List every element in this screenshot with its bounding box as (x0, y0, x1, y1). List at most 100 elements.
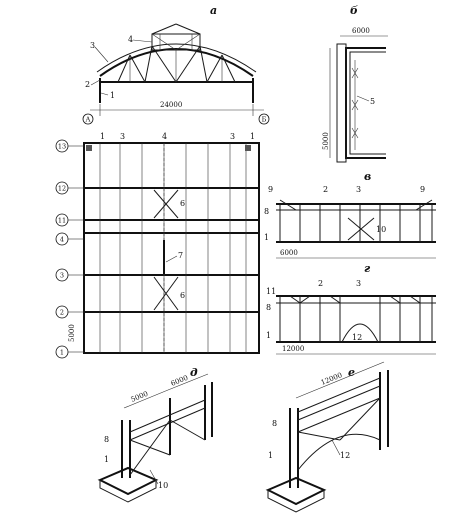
truss-end (415, 199, 433, 211)
lantern-roof-left (151, 23, 177, 35)
bracing (297, 431, 341, 441)
top-chord (99, 48, 254, 77)
plan-outline (83, 142, 260, 354)
truss-web (206, 54, 223, 83)
plan-label-1-left: 1 (100, 132, 105, 141)
axis-label-1: 1 (60, 349, 64, 357)
corner-block (86, 145, 92, 151)
truss-web (117, 54, 131, 83)
bracing (169, 419, 206, 441)
leader (100, 92, 109, 96)
label-5: 5 (370, 97, 375, 106)
dimension-6000-top: 6000 (352, 27, 370, 35)
v-label-8: 8 (264, 207, 269, 216)
v-label-3: 3 (356, 185, 361, 194)
leader (94, 46, 109, 63)
panel-a-truss-section: а 3 4 2 1 (82, 4, 270, 125)
leader (90, 79, 101, 86)
panel-v-elevation: в 9 9 2 3 8 1 10 6000 (264, 170, 436, 259)
foundation-side (267, 490, 325, 513)
dimension-5000-side: 5000 (322, 132, 330, 150)
arch-brace (297, 433, 381, 471)
truss-web (299, 295, 311, 304)
v-dimension-6000: 6000 (280, 249, 298, 257)
bracing-x-upper (153, 189, 179, 219)
plan-label-4: 4 (162, 132, 167, 141)
g-label-12: 12 (352, 333, 362, 342)
leader (356, 95, 370, 102)
e-label-1: 1 (268, 451, 273, 460)
e-dimension-12000: 12000 (320, 371, 344, 387)
truss-web (409, 295, 421, 304)
v-label-10: 10 (376, 225, 386, 234)
dimension-line (123, 389, 169, 409)
panel-e-isometric: е 12000 8 1 12 (265, 361, 389, 513)
label-4: 4 (128, 35, 133, 44)
top-beam (297, 377, 381, 413)
truss-web (144, 45, 153, 83)
lantern-brace (151, 33, 177, 51)
lantern-brace (175, 33, 201, 51)
bracing-x (351, 67, 359, 79)
truss-web (151, 45, 177, 83)
bracing (339, 397, 381, 441)
g-label-11: 11 (266, 287, 276, 296)
skylight-lantern (151, 33, 201, 51)
panel-label-g: г (364, 262, 371, 275)
dimension-line (167, 373, 209, 391)
plan-label-1-right: 1 (250, 132, 255, 141)
leader (149, 469, 159, 485)
axis-label-12: 12 (58, 185, 66, 193)
bracing-x (351, 127, 359, 139)
dimension-line (295, 361, 385, 399)
axis-label-11: 11 (58, 217, 66, 225)
foundation (265, 476, 327, 506)
e-label-8: 8 (272, 419, 277, 428)
panel-g-elevation: г 11 2 3 8 1 12 12000 (266, 262, 436, 355)
d-label-10: 10 (158, 481, 168, 490)
bracing (129, 419, 171, 476)
truss-end (279, 199, 297, 211)
g-label-3: 3 (356, 279, 361, 288)
v-label-9-right: 9 (420, 185, 425, 194)
portal-arch (341, 323, 379, 343)
d-label-1: 1 (104, 455, 109, 464)
leader (165, 255, 178, 263)
axis-label-3: 3 (60, 272, 64, 280)
g-dimension-12000: 12000 (282, 345, 304, 353)
plan-dimension-5000: 5000 (68, 324, 76, 342)
leader (331, 439, 341, 456)
bracket-inner (349, 51, 386, 155)
d-label-8: 8 (104, 435, 109, 444)
corner-block (245, 145, 251, 151)
axis-label-2: 2 (60, 309, 64, 317)
lantern-roof-right (175, 23, 201, 35)
v-label-9-left: 9 (268, 185, 273, 194)
truss-web (329, 295, 341, 304)
axis-label-13: 13 (58, 143, 66, 151)
axis-label-b: Б (262, 116, 267, 124)
v-label-2: 2 (323, 185, 328, 194)
axis-label-a: А (86, 116, 91, 124)
truss-web (175, 45, 201, 83)
d-dimension-6000: 6000 (170, 374, 190, 388)
bracing-x (347, 217, 375, 241)
bracing-x-lower (153, 276, 179, 311)
panel-label-a: а (210, 4, 217, 17)
panel-b-column-detail: б 6000 5 5000 (322, 4, 388, 163)
v-label-1: 1 (264, 233, 269, 242)
g-label-2: 2 (318, 279, 323, 288)
g-label-1: 1 (266, 331, 271, 340)
crane-beam (297, 397, 381, 433)
plan-label-3-right: 3 (230, 132, 235, 141)
axis-bubble-a (82, 113, 94, 125)
truss-web (199, 45, 208, 83)
plan-label-3-left: 3 (120, 132, 125, 141)
axis-label-4: 4 (60, 236, 64, 244)
plan-label-6-lower: 6 (180, 291, 185, 300)
top-beam (297, 385, 381, 421)
crane-beam (129, 399, 206, 433)
panel-label-d: д (190, 366, 198, 379)
